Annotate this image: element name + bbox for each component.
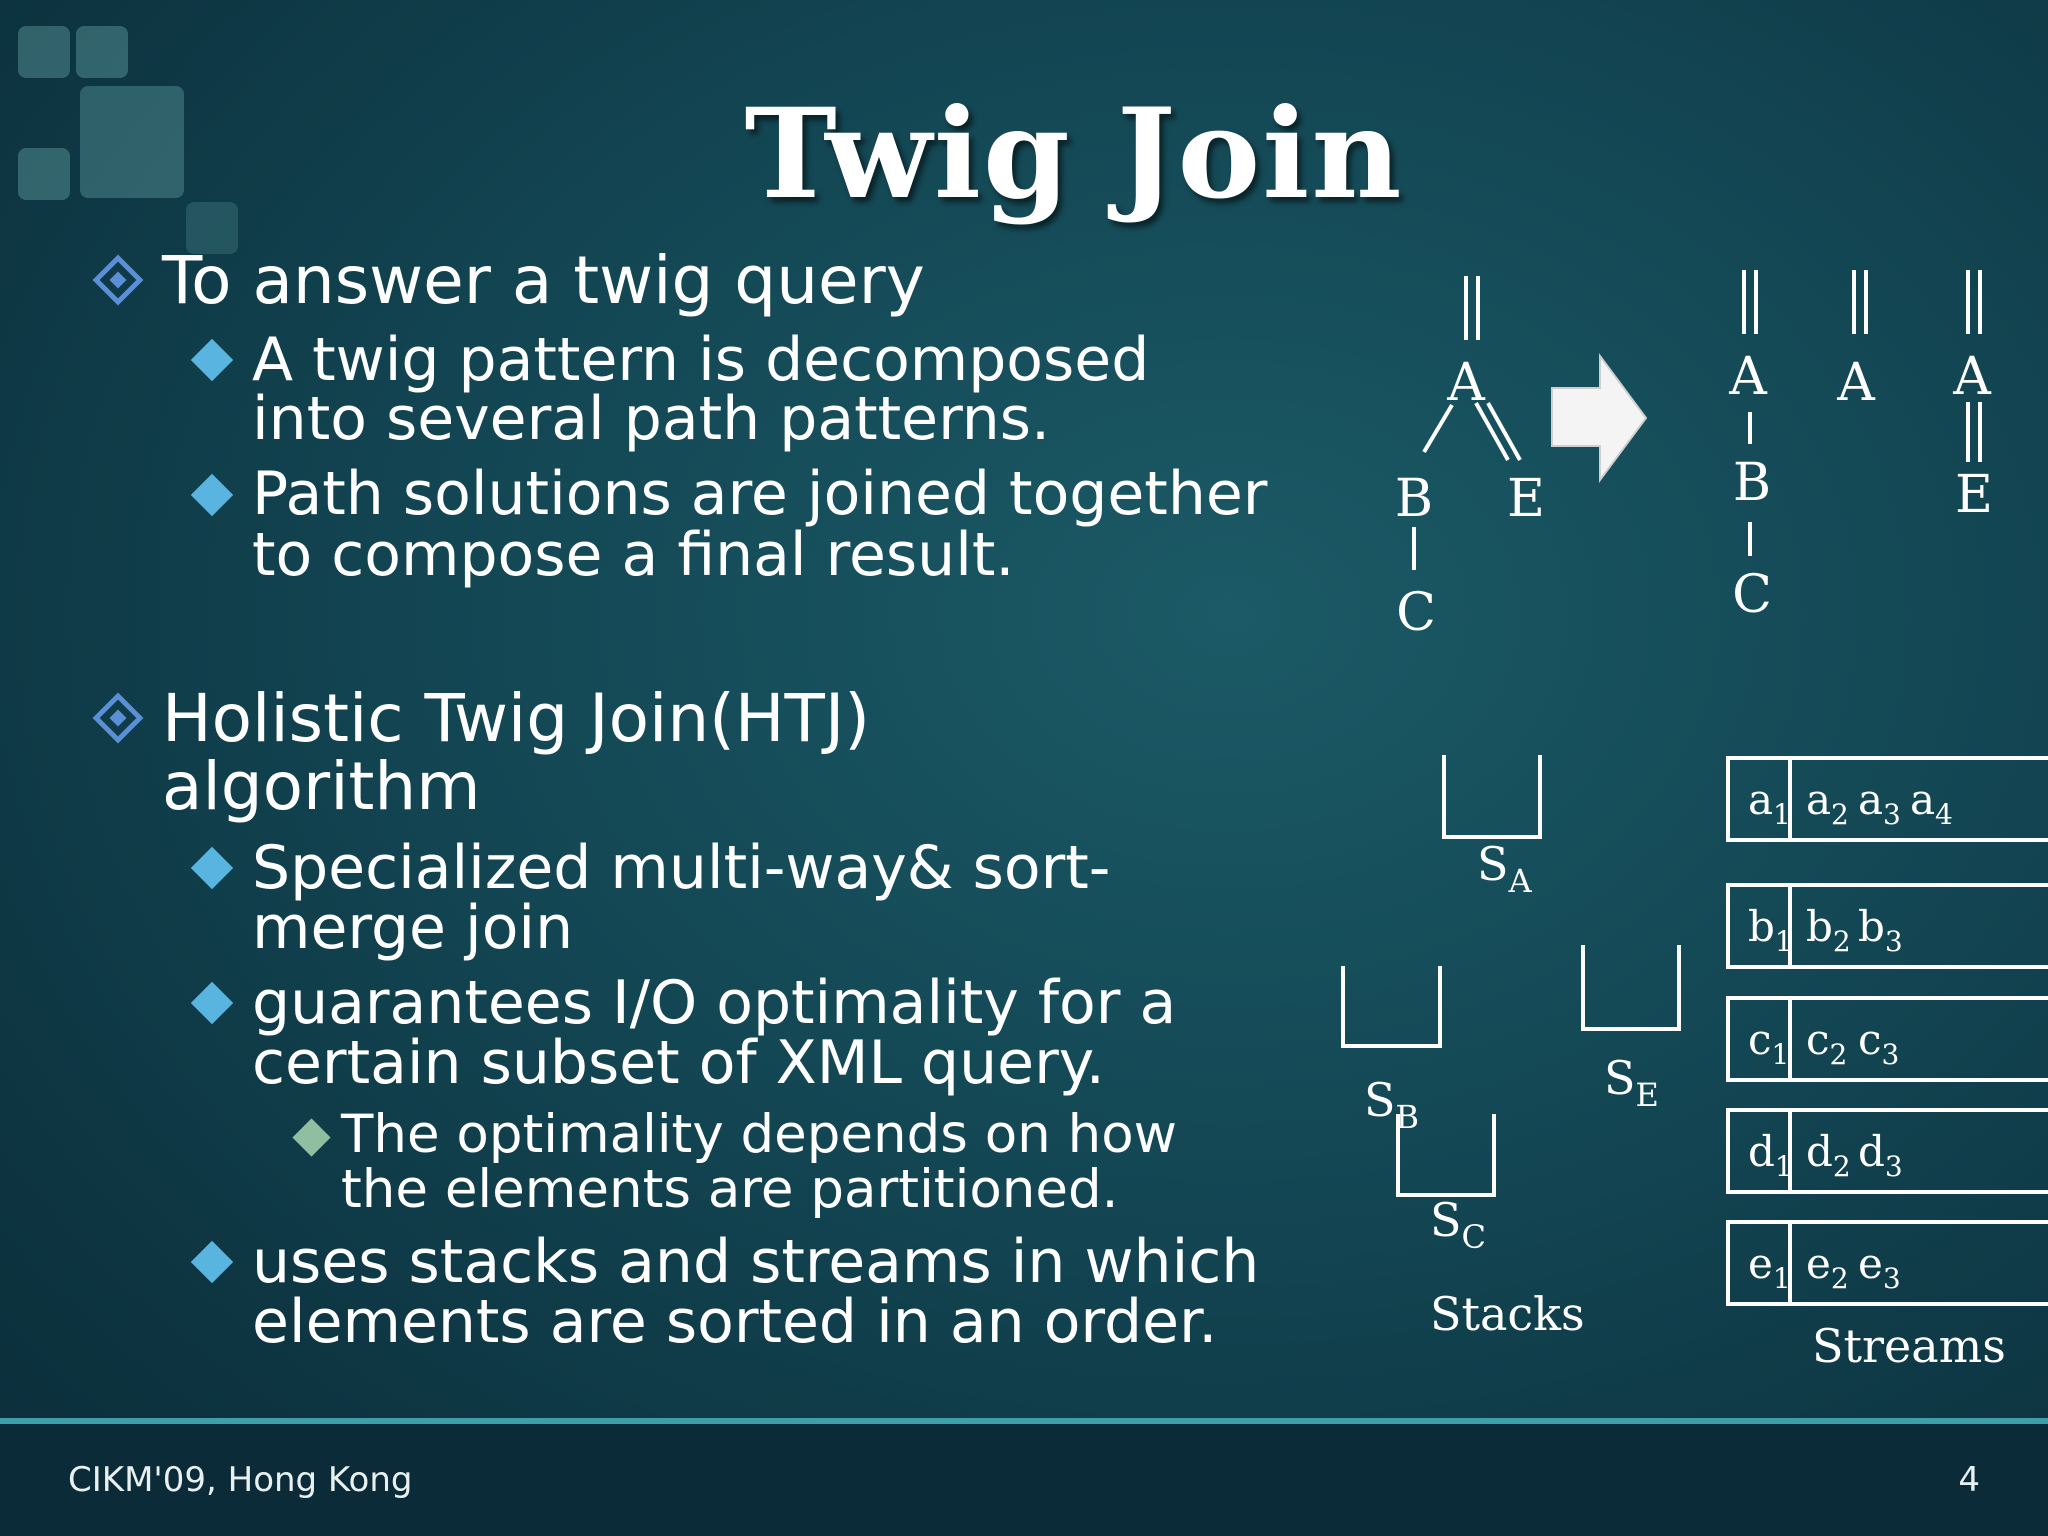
sub-bullet-line: certain subset of XML query. (252, 1028, 1105, 1098)
page-number: 4 (1958, 1460, 1980, 1500)
stack-label-a: SA (1477, 837, 1533, 900)
slide-title: Twig Join (744, 82, 1404, 227)
stream-element-b2: b2 (1806, 902, 1851, 958)
sub-bullet-line: A twig pattern is decomposed (252, 325, 1150, 395)
stream-head-cell (1726, 883, 1792, 969)
sub-bullet-line: merge join (252, 893, 574, 963)
sub-bullet-line: Path solutions are joined together (252, 459, 1268, 529)
twig-node-a: A (1446, 353, 1486, 413)
stack-label-e: SE (1604, 1051, 1659, 1114)
bullet-htj-line: Holistic Twig Join(HTJ) (162, 680, 871, 757)
footer-bar (0, 1424, 2048, 1536)
sub-bullet-line: guarantees I/O optimality for a (252, 968, 1177, 1038)
bullet-htj-line: algorithm (162, 748, 481, 825)
twig-node-b: B (1395, 469, 1433, 529)
stacks-caption: Stacks (1430, 1287, 1585, 1341)
stream-element-d3: d3 (1858, 1127, 1903, 1183)
decorative-square (80, 86, 184, 198)
decorative-square (186, 202, 238, 254)
stream-element-a2: a2 (1806, 775, 1849, 831)
path3-node-e: E (1955, 465, 1993, 525)
stream-element-e1: e1 (1748, 1239, 1791, 1295)
sub-sub-bullet-line: The optimality depends on how (341, 1104, 1177, 1165)
arrow-right-icon (1551, 352, 1648, 484)
path1-node-c: C (1732, 565, 1772, 625)
sub-bullet-line: into several path patterns. (252, 384, 1051, 454)
stream-element-a3: a3 (1858, 775, 1901, 831)
sub-bullet-line: Specialized multi-way& sort- (252, 833, 1111, 903)
stream-element-e2: e2 (1806, 1239, 1849, 1295)
sub-bullet-line: uses stacks and streams in which (252, 1227, 1260, 1297)
stream-head-cell (1726, 1108, 1792, 1194)
decorative-square (18, 26, 70, 78)
stream-element-e3: e3 (1858, 1239, 1901, 1295)
stream-head-cell (1726, 1220, 1792, 1306)
stream-element-a1: a1 (1748, 775, 1791, 831)
stream-head-cell (1726, 996, 1792, 1082)
footer-divider (0, 1418, 2048, 1424)
path2-node-a: A (1836, 353, 1876, 413)
sub-bullet-line: elements are sorted in an order. (252, 1287, 1218, 1357)
footer-venue: CIKM'09, Hong Kong (68, 1460, 413, 1500)
stream-element-c3: c3 (1858, 1015, 1899, 1071)
path1-node-b: B (1733, 453, 1771, 513)
stream-element-a4: a4 (1910, 775, 1953, 831)
bullet-answer-twig-query: To answer a twig query (162, 242, 925, 319)
decorative-square (76, 26, 128, 78)
stream-head-cell (1726, 756, 1792, 842)
path1-node-a: A (1728, 347, 1768, 407)
stack-label-b: SB (1364, 1073, 1419, 1136)
stack-label-c: SC (1430, 1193, 1486, 1256)
stream-element-d2: d2 (1806, 1127, 1851, 1183)
stream-element-b1: b1 (1748, 902, 1793, 958)
stream-element-d1: d1 (1748, 1127, 1793, 1183)
twig-node-e: E (1507, 469, 1545, 529)
streams-caption: Streams (1812, 1319, 2006, 1373)
decorative-square (18, 148, 70, 200)
sub-bullet-line: to compose a final result. (252, 520, 1015, 590)
stream-element-b3: b3 (1858, 902, 1903, 958)
stream-element-c2: c2 (1806, 1015, 1847, 1071)
sub-sub-bullet-line: the elements are partitioned. (341, 1159, 1119, 1220)
path3-node-a: A (1952, 347, 1992, 407)
stream-element-c1: c1 (1748, 1015, 1789, 1071)
twig-node-c: C (1396, 583, 1436, 643)
